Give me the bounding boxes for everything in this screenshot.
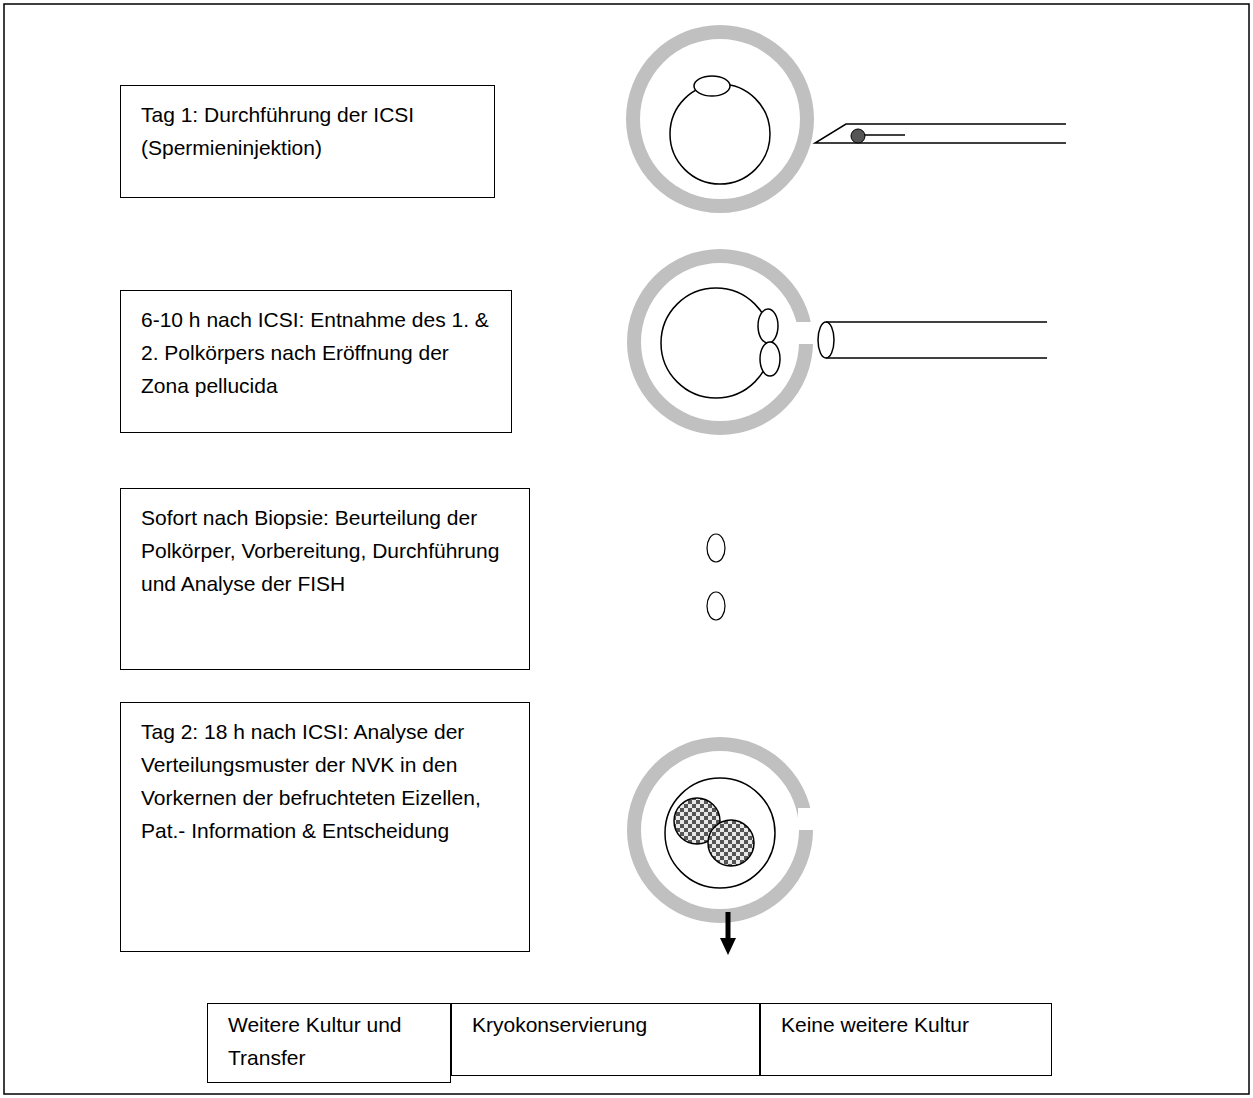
down-arrow: [720, 912, 736, 955]
step-text: Tag 2: 18 h nach ICSI: Analyse der Verte…: [141, 715, 515, 847]
step-text: Kryokonservierung: [472, 1008, 745, 1041]
polar-body-biopsy: [634, 256, 1047, 428]
process-box: Tag 1: Durchführung der ICSI (Spermienin…: [120, 85, 495, 198]
process-box: Sofort nach Biopsie: Beurteilung der Pol…: [120, 488, 530, 670]
step-text: Tag 1: Durchführung der ICSI (Spermienin…: [141, 98, 480, 164]
process-box: Weitere Kultur und Transfer: [207, 1003, 451, 1083]
step-text: Sofort nach Biopsie: Beurteilung der Pol…: [141, 501, 515, 600]
polar-bodies: [707, 534, 725, 620]
frame: [4, 4, 1249, 1094]
zygote: [634, 744, 818, 916]
step-text: Keine weitere Kultur: [781, 1008, 1037, 1041]
step-text: 6-10 h nach ICSI: Entnahme des 1. & 2. P…: [141, 303, 497, 402]
process-box: Kryokonservierung: [451, 1003, 760, 1076]
process-box: Tag 2: 18 h nach ICSI: Analyse der Verte…: [120, 702, 530, 952]
process-box: Keine weitere Kultur: [760, 1003, 1052, 1076]
oocyte-injection: [633, 32, 1066, 206]
step-text: Weitere Kultur und Transfer: [228, 1008, 436, 1074]
process-box: 6-10 h nach ICSI: Entnahme des 1. & 2. P…: [120, 290, 512, 433]
